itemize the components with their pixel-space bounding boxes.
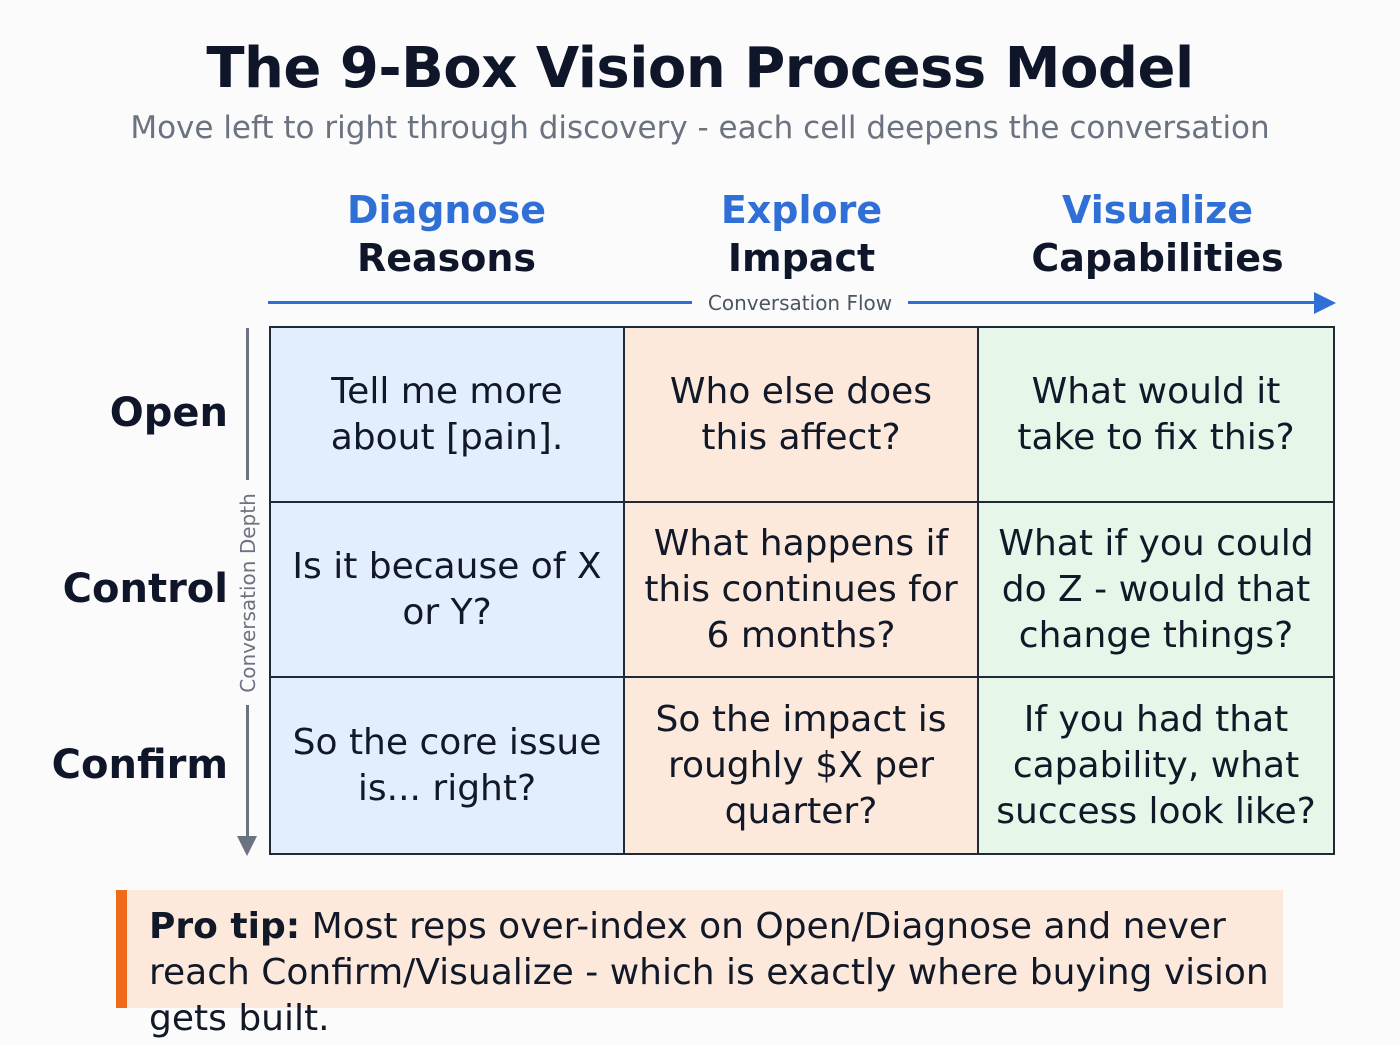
conversation-depth-text: Conversation Depth <box>236 493 260 693</box>
row-label-open: Open <box>109 390 228 436</box>
cell-confirm-visualize: If you had that capability, what success… <box>979 678 1333 853</box>
page-title: The 9-Box Vision Process Model <box>206 36 1194 101</box>
arrow-down-icon <box>237 836 257 856</box>
column-verb: Explore <box>720 188 883 232</box>
conversation-depth-line-bottom <box>246 705 249 840</box>
cell-control-diagnose: Is it because of X or Y? <box>271 503 625 678</box>
arrow-right-icon <box>1314 292 1336 314</box>
conversation-flow-label: Conversation Flow <box>707 291 893 315</box>
row-label-confirm: Confirm <box>51 742 228 788</box>
cell-control-explore: What happens if this continues for 6 mon… <box>625 503 979 678</box>
cell-confirm-diagnose: So the core issue is... right? <box>271 678 625 853</box>
column-header-explore: Explore Impact <box>624 186 979 282</box>
column-header-diagnose: Diagnose Reasons <box>269 186 624 282</box>
column-header-visualize: Visualize Capabilities <box>980 186 1335 282</box>
column-noun: Impact <box>727 236 876 280</box>
conversation-flow-line-left <box>268 301 692 304</box>
cell-open-visualize: What would it take to fix this? <box>979 328 1333 503</box>
cell-open-diagnose: Tell me more about [pain]. <box>271 328 625 503</box>
cell-confirm-explore: So the impact is roughly $X per quarter? <box>625 678 979 853</box>
conversation-depth-line-top <box>246 328 249 480</box>
pro-tip-text: Most reps over-index on Open/Diagnose an… <box>149 906 1269 1039</box>
page-subtitle: Move left to right through discovery - e… <box>130 110 1270 146</box>
cell-control-visualize: What if you could do Z - would that chan… <box>979 503 1333 678</box>
cell-open-explore: Who else does this affect? <box>625 328 979 503</box>
pro-tip-callout: Pro tip: Most reps over-index on Open/Di… <box>116 890 1283 1039</box>
column-verb: Diagnose <box>347 188 546 232</box>
nine-box-grid: Tell me more about [pain]. Who else does… <box>269 326 1335 855</box>
conversation-flow-line-right <box>908 301 1318 304</box>
pro-tip-label: Pro tip: <box>149 906 301 947</box>
column-noun: Capabilities <box>1031 236 1284 280</box>
column-noun: Reasons <box>356 236 537 280</box>
row-label-control: Control <box>62 566 228 612</box>
column-verb: Visualize <box>1061 188 1254 232</box>
